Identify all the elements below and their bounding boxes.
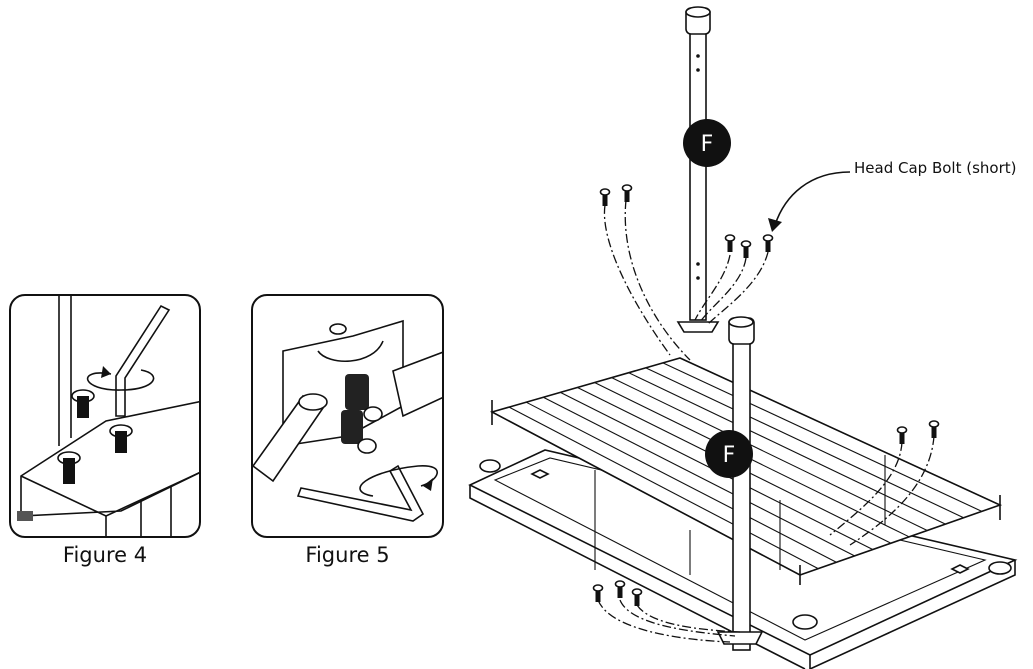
svg-text:F: F	[701, 132, 714, 157]
svg-text:F: F	[723, 443, 736, 468]
figure-4-drawing	[17, 296, 199, 536]
figure-5-caption: Figure 5	[305, 543, 390, 567]
shelf-slat	[611, 377, 928, 531]
head-cap-bolt	[896, 426, 908, 444]
figure-4-panel	[9, 294, 201, 538]
head-cap-bolt	[592, 584, 604, 602]
figure-4-caption: Figure 4	[62, 543, 148, 567]
head-cap-bolt	[614, 580, 626, 598]
assembly-guides	[597, 199, 935, 643]
head-cap-bolt	[599, 188, 611, 206]
shelf-slat	[662, 362, 983, 512]
head-cap-bolt	[928, 420, 940, 438]
head-cap-bolt	[762, 234, 774, 252]
part-f-badge-top: F	[683, 119, 731, 167]
head-cap-bolt-callout-label: Head Cap Bolt (short)	[854, 159, 1017, 177]
callout-arrow	[768, 171, 851, 232]
shelf-slat	[543, 396, 855, 557]
post-back	[676, 6, 720, 333]
part-f-badge-bottom: F	[705, 430, 753, 478]
bolt-group	[57, 389, 133, 484]
figure-5-panel	[251, 294, 444, 538]
post-front	[716, 316, 764, 651]
shelf-slat	[645, 367, 964, 519]
shelf-slat	[628, 372, 946, 525]
shelf-slat	[525, 401, 837, 563]
shelf-slat	[508, 406, 819, 570]
head-cap-bolt	[740, 240, 752, 258]
head-cap-bolts	[592, 184, 940, 606]
head-cap-bolt	[621, 184, 633, 202]
bolt-group	[341, 374, 383, 454]
head-cap-bolt	[631, 588, 643, 606]
figure-5-drawing	[253, 319, 442, 522]
head-cap-bolt	[724, 234, 736, 252]
